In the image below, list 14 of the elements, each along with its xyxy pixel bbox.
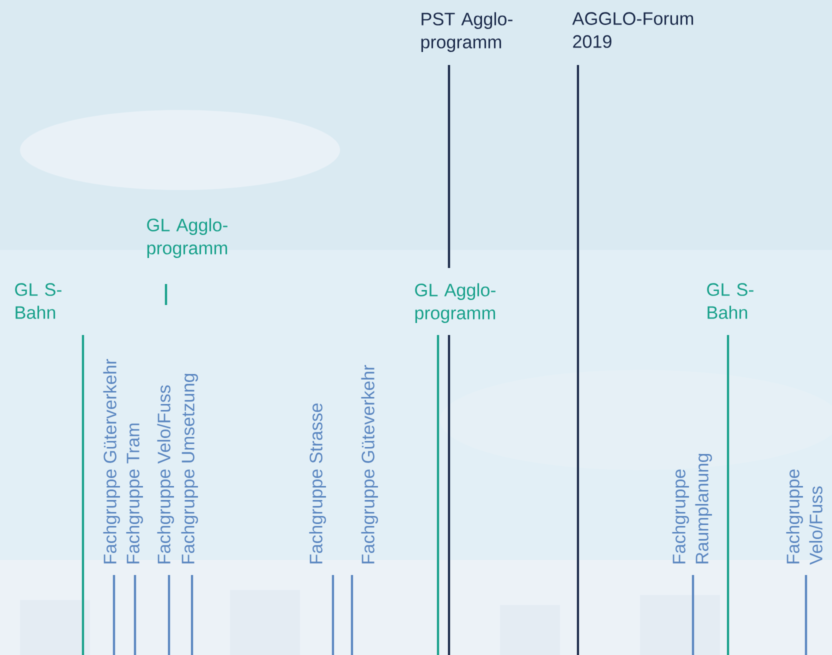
label: AGGLO-Forum 2019 <box>572 12 694 48</box>
label: GL Agglo- programm <box>147 218 228 258</box>
label: Fachgruppe Velo/Fuss <box>786 470 822 565</box>
label: GL S-Bahn <box>707 283 754 319</box>
label: Fachgruppe Güterverkehr <box>103 359 120 564</box>
label: Fachgruppe Raumplanung <box>672 454 712 564</box>
label: GL S-Bahn <box>15 283 62 319</box>
label: Fachgruppe Tram <box>126 424 143 564</box>
label: Fachgruppe Güteverkehr <box>361 365 378 564</box>
label: Fachgruppe Velo/Fuss <box>157 385 174 564</box>
label: PST Agglo- programm <box>421 12 512 52</box>
label: Fachgruppe Umsetzung <box>181 374 198 564</box>
label: GL Agglo- programm <box>415 283 496 323</box>
label: Fachgruppe Strasse <box>309 404 326 564</box>
